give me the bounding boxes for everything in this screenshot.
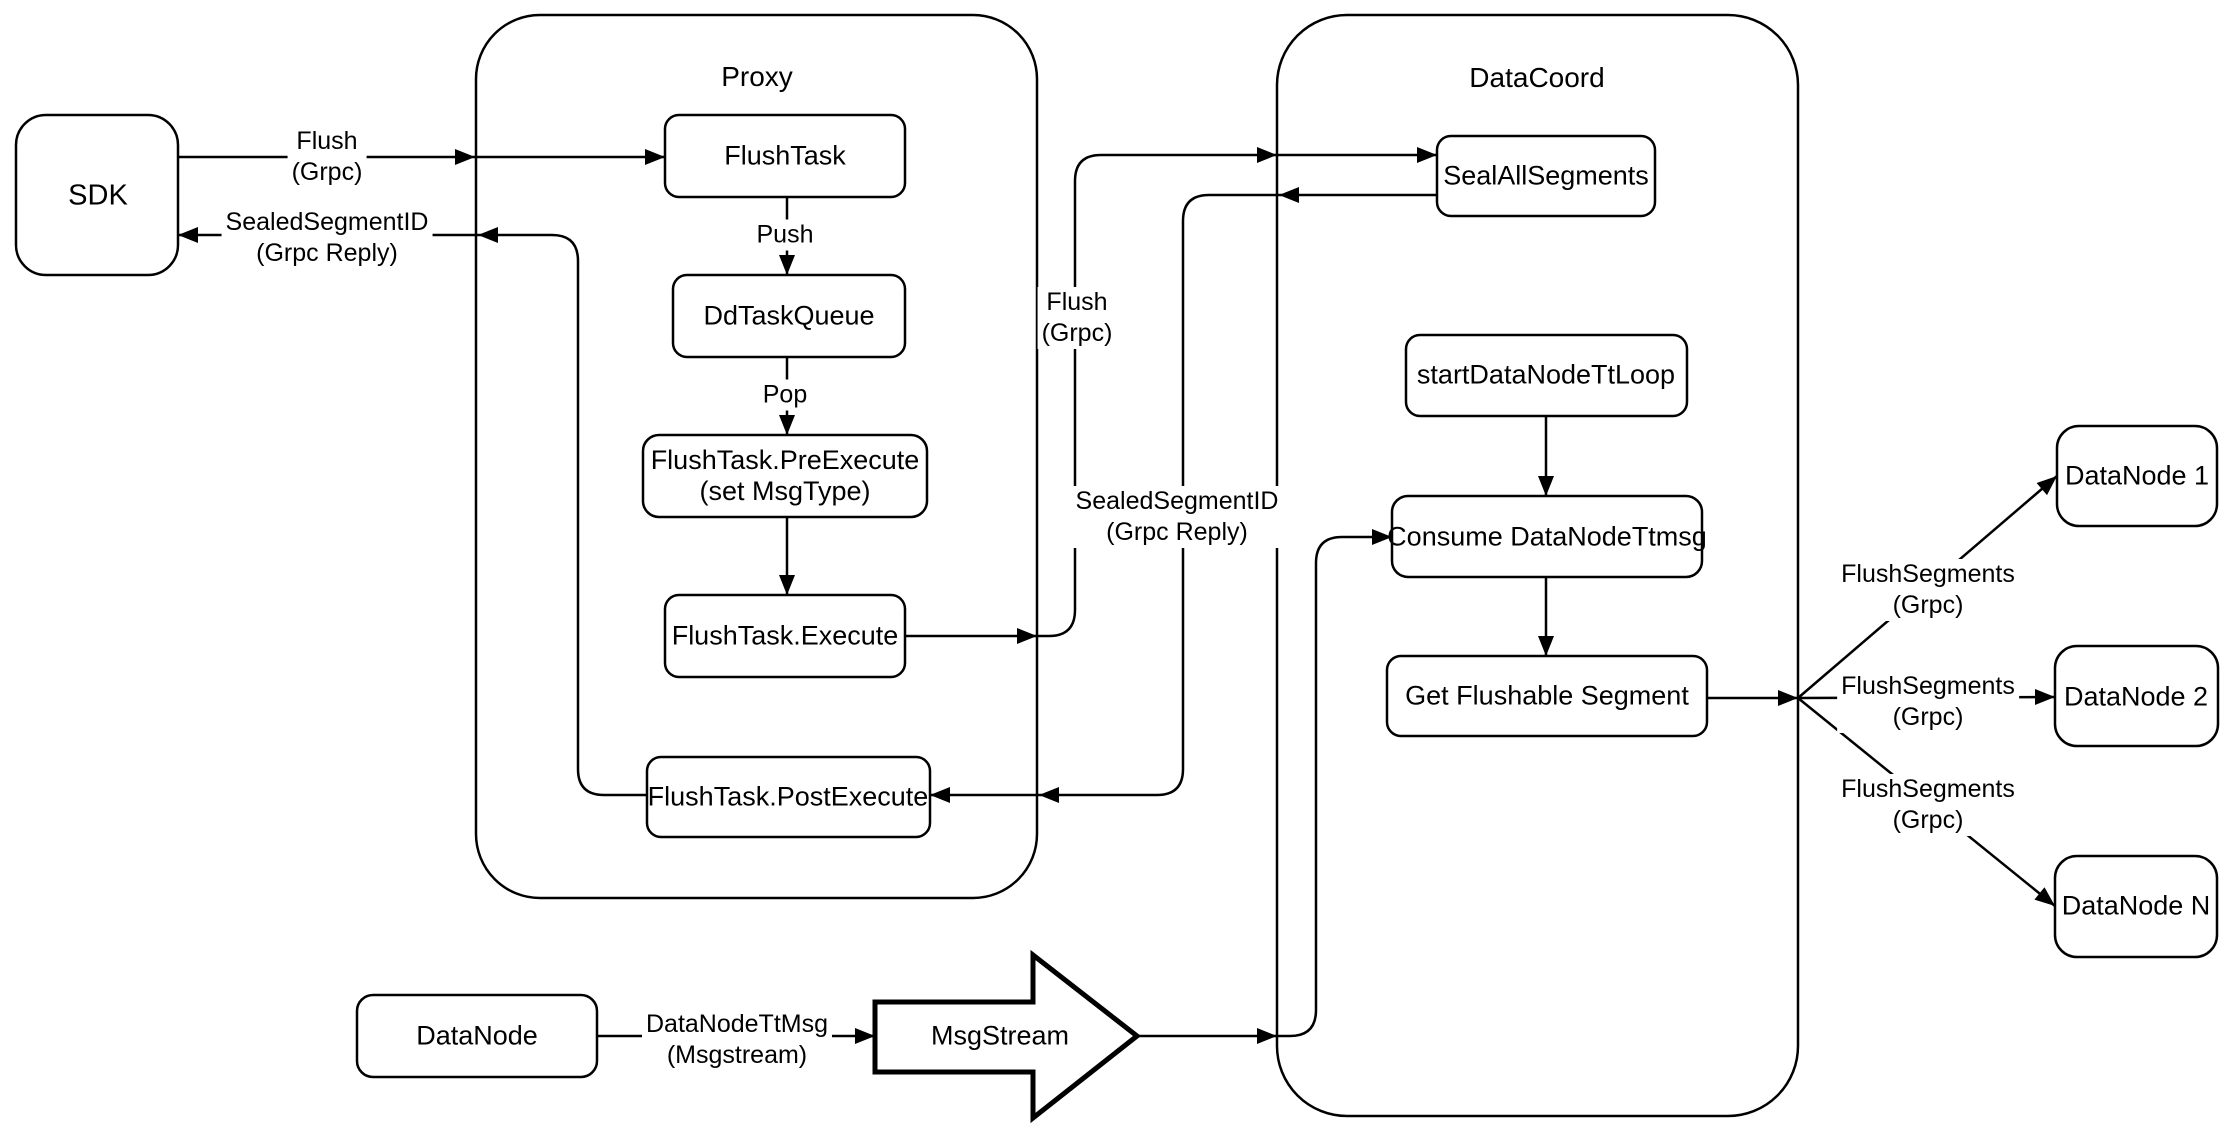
msgstream-arrow-shape [872, 949, 1142, 1124]
node-datanode2-label: DataNode 2 [2063, 681, 2209, 712]
edge-label-line: DataNodeTtMsg [645, 1010, 829, 1038]
node-sealallsegments-box [1435, 134, 1657, 218]
node-getflushablesegment-box [1385, 654, 1709, 738]
edge-label-flushsegments-3: FlushSegments (Grpc) [1837, 774, 2019, 836]
edge-label-flush-grpc-sdk: Flush (Grpc) [287, 126, 367, 188]
edge-label-pop: Pop [758, 379, 812, 411]
edge-label-line: (Grpc Reply) [256, 239, 398, 267]
edge-label-flush-grpc-mid: Flush (Grpc) [1037, 287, 1117, 349]
edge-label-line: Flush [1046, 288, 1108, 316]
node-startdatanodettloop-box [1404, 333, 1689, 418]
arrowhead [1778, 690, 1798, 706]
arrowhead [2035, 689, 2055, 705]
node-execute-label: FlushTask.Execute [671, 620, 899, 651]
edge-label-line: (Msgstream) [666, 1041, 808, 1069]
edge-postexecute-sdk [178, 233, 647, 797]
arrowhead [1372, 529, 1392, 545]
edge-label-line: (Grpc) [1892, 806, 1964, 834]
node-ddtaskqueue-label: DdTaskQueue [703, 300, 875, 331]
node-preexecute-line1: FlushTask.PreExecute [650, 445, 920, 475]
edge-label-datanodettmsg: DataNodeTtMsg (Msgstream) [641, 1009, 833, 1071]
node-datanode1-label: DataNode 1 [2064, 460, 2210, 491]
arrowhead [1538, 636, 1554, 656]
container-proxy-title: Proxy [721, 61, 793, 92]
arrowhead [1039, 787, 1059, 803]
node-datanoden-box [2053, 854, 2219, 959]
edge-label-flushsegments-2: FlushSegments (Grpc) [1837, 671, 2019, 733]
edge-label-line: (Grpc) [291, 158, 363, 186]
arrowhead [1417, 147, 1437, 163]
arrowhead [178, 227, 198, 243]
node-consumedatanodettmsg-box [1390, 494, 1704, 579]
arrowhead [779, 575, 795, 595]
edge-label-line: (Grpc) [1041, 319, 1113, 347]
edge-label-line: (Grpc Reply) [1106, 518, 1248, 546]
node-preexecute-label: FlushTask.PreExecute (set MsgType) [651, 445, 920, 507]
edge-label-line: SealedSegmentID [225, 208, 429, 236]
arrowhead [1257, 1028, 1277, 1044]
edge-label-flushsegments-1: FlushSegments (Grpc) [1837, 559, 2019, 621]
arrowhead [2036, 476, 2057, 496]
edge-label-line: Flush [296, 127, 358, 155]
node-postexecute-label: FlushTask.PostExecute [647, 781, 929, 812]
node-flushtask-label: FlushTask [724, 140, 846, 171]
node-consumedatanodettmsg-label: Consume DataNodeTtmsg [1387, 521, 1707, 552]
arrowhead [855, 1028, 875, 1044]
edge-label-sealed-reply-sdk: SealedSegmentID (Grpc Reply) [221, 207, 433, 269]
arrowhead [1538, 476, 1554, 496]
node-datanoden-label: DataNode N [2061, 890, 2211, 921]
edge-label-sealed-reply-mid: SealedSegmentID (Grpc Reply) [1071, 486, 1283, 548]
edge-label-line: (Grpc) [1892, 703, 1964, 731]
arrowhead [645, 149, 665, 165]
arrowhead [1017, 628, 1037, 644]
arrowheads [178, 147, 2057, 1044]
node-ddtaskqueue-box [671, 273, 907, 359]
arrowhead [1257, 147, 1277, 163]
arrowhead [478, 227, 498, 243]
arrowhead [455, 149, 475, 165]
node-sdk-label: SDK [68, 179, 128, 212]
edge-label-line: SealedSegmentID [1075, 487, 1279, 515]
node-postexecute-box [645, 755, 932, 839]
node-preexecute-box [641, 433, 929, 519]
node-datanode-label: DataNode [416, 1020, 538, 1051]
node-sealallsegments-label: SealAllSegments [1443, 160, 1649, 191]
node-startdatanodettloop-label: startDataNodeTtLoop [1416, 359, 1676, 390]
arrowhead [779, 255, 795, 275]
arrowhead [2034, 887, 2055, 906]
node-sdk-box [14, 113, 180, 277]
edge-label-line: FlushSegments [1841, 672, 2015, 700]
edge-label-line: (Grpc) [1892, 591, 1964, 619]
node-execute-box [663, 593, 907, 679]
edge-flush-to-sealallsegments [1037, 153, 1437, 638]
node-preexecute-line2: (set MsgType) [699, 476, 871, 506]
container-datacoord-title: DataCoord [1469, 62, 1605, 93]
node-getflushablesegment-label: Get Flushable Segment [1405, 680, 1689, 711]
edge-label-line: FlushSegments [1841, 560, 2015, 588]
node-datanode-box [355, 993, 599, 1079]
edge-label-line: FlushSegments [1841, 775, 2015, 803]
arrowhead [1279, 187, 1299, 203]
arrowhead [779, 415, 795, 435]
edge-label-push: Push [752, 219, 818, 251]
node-flushtask-box [663, 113, 907, 199]
arrowhead [930, 787, 950, 803]
node-datanode2-box [2053, 644, 2220, 748]
edge-msgstream-consume [1137, 535, 1392, 1038]
msgstream-label: MsgStream [930, 1020, 1070, 1051]
